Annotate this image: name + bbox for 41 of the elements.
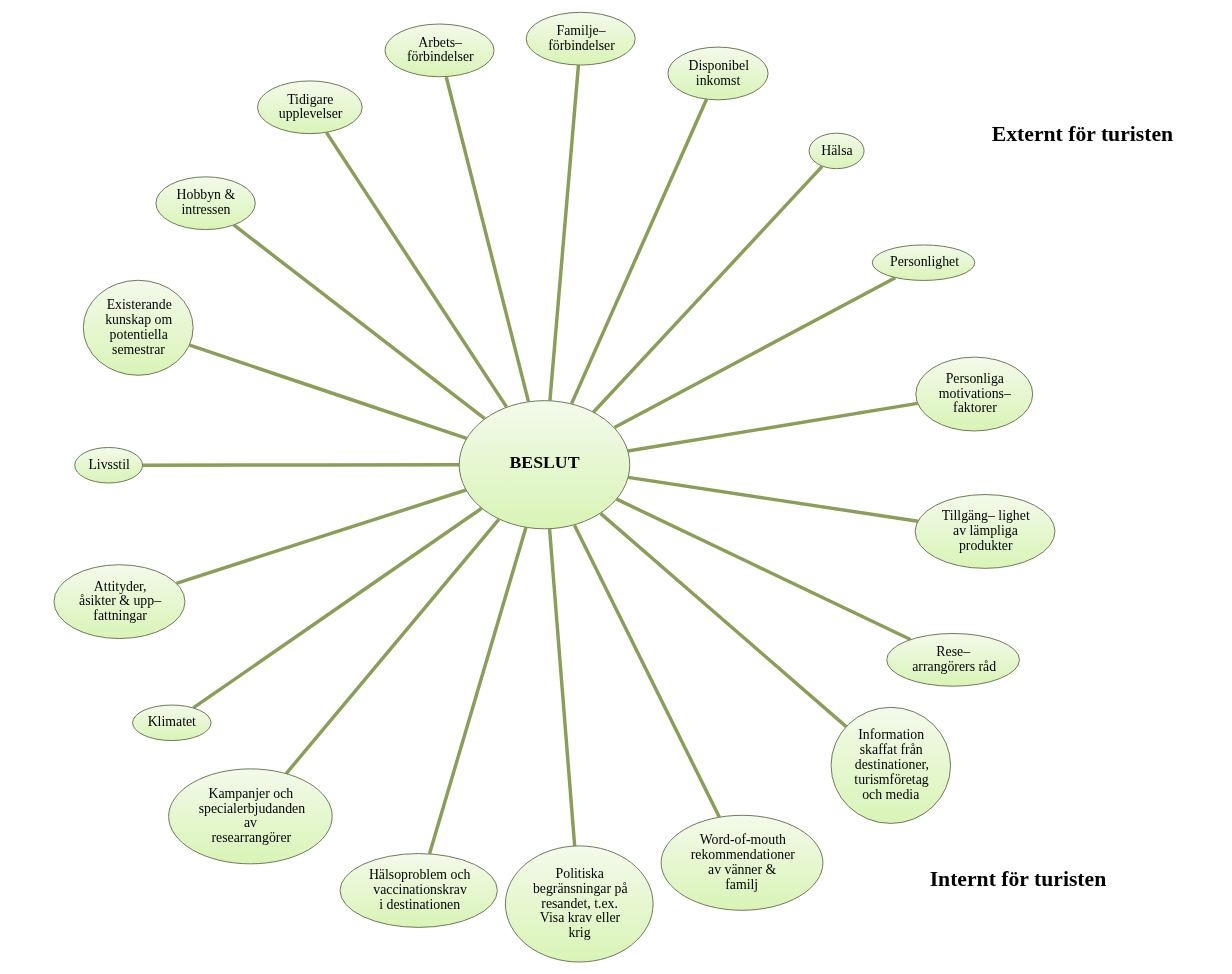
node-ellipse: Disponibel inkomst [666,46,769,101]
connector [547,528,576,847]
node-ellipse: Politiska begränsningar på resandet, t.ex. Visa krav eller krig [504,845,654,963]
connector [232,223,486,420]
node-ellipse: Livsstil [73,447,143,484]
connector [188,343,467,441]
node-ellipse: Hälsoproblem och vaccinationskrav i destinationen [339,853,498,928]
node-ellipse: Existerande kunskap om potentiella semestrar [82,279,194,376]
node-ellipse: Hälsa [808,132,865,170]
node-ellipse: Hobbyn & intressen [154,176,256,231]
node-ellipse: Arbets– förbindelser [384,23,495,78]
connector [613,276,896,429]
node-ellipse: Tidigare upplevelser [256,80,363,135]
node-ellipse: Personliga motivations– faktorer [914,356,1033,432]
connector [191,506,483,710]
connector [427,527,528,855]
connector [591,165,823,414]
node-circle: Information skaffat från destinationer, turismföretag och media [830,706,951,824]
connector [547,65,580,401]
label: Internt för turisten [929,867,1106,892]
connector [324,131,508,408]
node-ellipse: Word-of-mouth rekommendationer av vänner & familj [660,814,823,911]
connector [598,512,847,728]
node-ellipse: Familje– förbindelser [525,11,636,66]
node-ellipse: Tillgäng– lighet av lämpliga produkter [914,494,1055,569]
connector [627,475,918,523]
node-ellipse: Personlighet [871,244,975,281]
connector [142,463,459,467]
connector [615,497,911,642]
node-ellipse: Klimatet [131,704,212,742]
connector [569,98,708,405]
node-ellipse: Rese– arrangörers råd [885,633,1020,687]
connector [444,76,530,402]
node-ellipse: BESLUT [458,400,630,530]
label: Externt för turisten [991,122,1173,147]
node-ellipse: Kampanjer och specialerbjudanden av researrangörer [167,768,333,865]
node-ellipse: Attityder, åsikter & upp– fattningar [52,564,185,640]
connector [284,518,500,775]
connector [627,401,918,453]
connector [572,524,721,819]
connector [175,488,467,585]
